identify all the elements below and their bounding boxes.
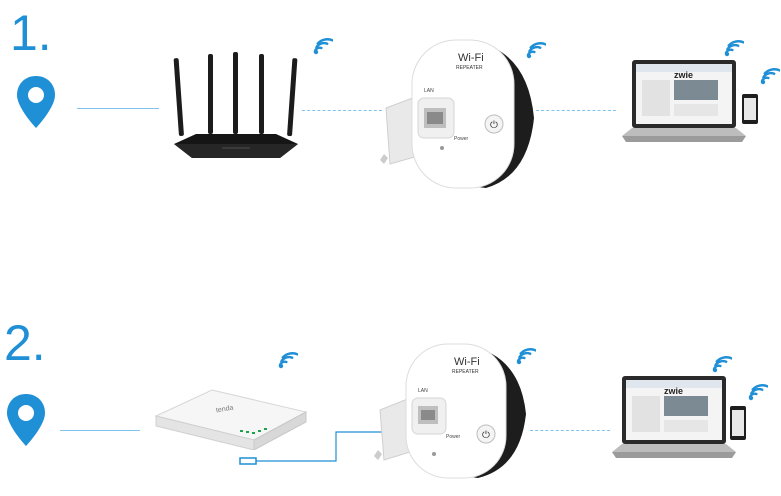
power-label: Power bbox=[454, 136, 469, 142]
connector-line bbox=[302, 110, 382, 111]
wireless-router bbox=[170, 52, 302, 164]
wifi-repeater: ⏻ Wi-Fi REPEATER LAN Power bbox=[370, 340, 530, 480]
laptop-screen-logo: zwie bbox=[664, 386, 684, 396]
connector-line bbox=[530, 430, 610, 431]
connector-line bbox=[60, 430, 140, 431]
location-pin-icon bbox=[14, 74, 58, 130]
location-pin-icon bbox=[4, 392, 48, 448]
wifi-signal-icon bbox=[276, 350, 298, 370]
repeater-sub-label: REPEATER bbox=[452, 369, 479, 375]
step-2-number: 2. bbox=[4, 315, 46, 371]
wifi-signal-icon bbox=[710, 354, 732, 374]
repeater-brand-label: Wi-Fi bbox=[458, 52, 484, 64]
lan-port-label: LAN bbox=[418, 388, 428, 394]
power-label: Power bbox=[446, 434, 461, 440]
laptop-with-phone: zwie bbox=[622, 58, 762, 152]
connector-line bbox=[77, 108, 159, 109]
wifi-signal-icon bbox=[524, 40, 546, 60]
wifi-signal-icon bbox=[746, 382, 768, 402]
svg-text:⏻: ⏻ bbox=[482, 430, 490, 441]
lan-port-label: LAN bbox=[424, 88, 434, 94]
repeater-brand-label: Wi-Fi bbox=[454, 356, 480, 368]
laptop-screen-logo: zwie bbox=[674, 70, 694, 80]
connector-line bbox=[536, 110, 616, 111]
wifi-signal-icon bbox=[311, 36, 333, 56]
wifi-signal-icon bbox=[514, 346, 536, 366]
wifi-repeater: ⏻ Wi-Fi REPEATER LAN Power bbox=[378, 36, 538, 190]
repeater-sub-label: REPEATER bbox=[456, 65, 483, 71]
wifi-signal-icon bbox=[722, 38, 744, 58]
network-switch: tenda bbox=[150, 386, 310, 450]
svg-text:⏻: ⏻ bbox=[490, 120, 498, 131]
wifi-signal-icon bbox=[758, 66, 780, 86]
laptop-with-phone: zwie bbox=[612, 374, 752, 468]
step-1-number: 1. bbox=[10, 5, 52, 61]
